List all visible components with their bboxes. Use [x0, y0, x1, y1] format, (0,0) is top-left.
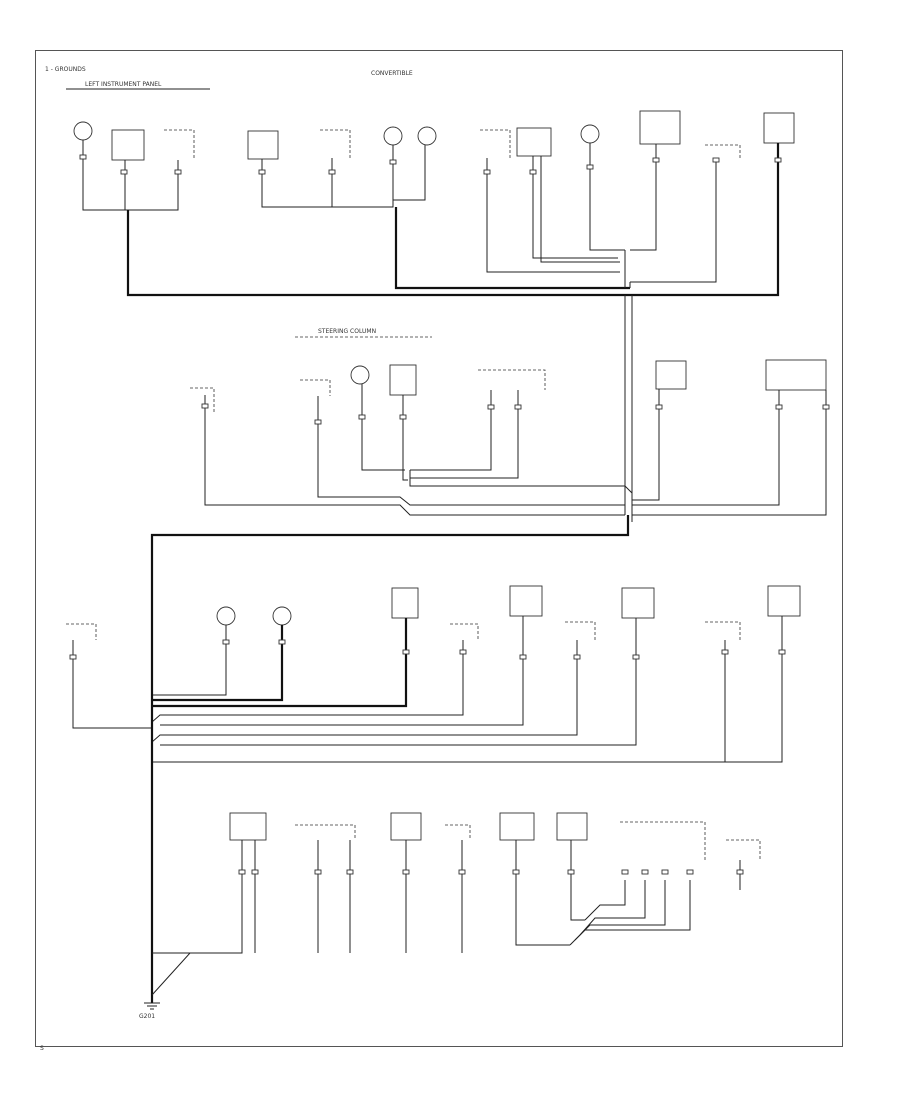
lamp-component [272, 606, 292, 626]
row2-wires [150, 295, 827, 690]
ground-node-label: G201 [139, 1013, 155, 1020]
module-component [767, 585, 801, 617]
row1-wires [82, 140, 780, 297]
row2-dashed-boxes [190, 369, 546, 412]
row4-components [229, 812, 588, 841]
diagram-frame [35, 50, 843, 1047]
module-component [247, 130, 279, 160]
lamp-component [383, 126, 403, 146]
top-bracket-label: LEFT INSTRUMENT PANEL [85, 81, 162, 88]
module-component [111, 129, 145, 161]
row3-components [216, 585, 801, 626]
mid-bracket-label: STEERING COLUMN [318, 328, 376, 335]
row1-dashed-boxes [164, 129, 741, 158]
module-component [556, 812, 588, 841]
row1-components [73, 110, 795, 161]
ground-symbol [144, 995, 160, 1010]
diagram-subtitle: CONVERTIBLE [371, 70, 413, 77]
lamp-component [73, 121, 93, 141]
footer-code: S [40, 1045, 44, 1052]
row4-pin-marks [238, 869, 744, 875]
module-component [763, 112, 795, 144]
row1-pin-marks [79, 154, 782, 175]
module-component [516, 127, 552, 157]
module-component [389, 364, 417, 396]
row2-components [350, 359, 827, 396]
module-component [499, 812, 535, 841]
row4-wires [151, 840, 741, 996]
diagram-title: 1 - GROUNDS [45, 66, 86, 73]
row3-dashed-boxes [66, 621, 741, 640]
row2-pin-marks [201, 403, 830, 425]
module-component [639, 110, 681, 145]
module-component [509, 585, 543, 617]
module-component [765, 359, 827, 391]
row3-wires [72, 616, 783, 995]
module-component [391, 587, 419, 619]
row4-dashed-boxes [295, 821, 761, 860]
module-component [390, 812, 422, 841]
lamp-component [417, 126, 437, 146]
lamp-component [216, 606, 236, 626]
lamp-component [580, 124, 600, 144]
module-component [655, 360, 687, 390]
lamp-component [350, 365, 370, 385]
row3-pin-marks [69, 639, 786, 660]
module-component [621, 587, 655, 619]
module-component [229, 812, 267, 841]
